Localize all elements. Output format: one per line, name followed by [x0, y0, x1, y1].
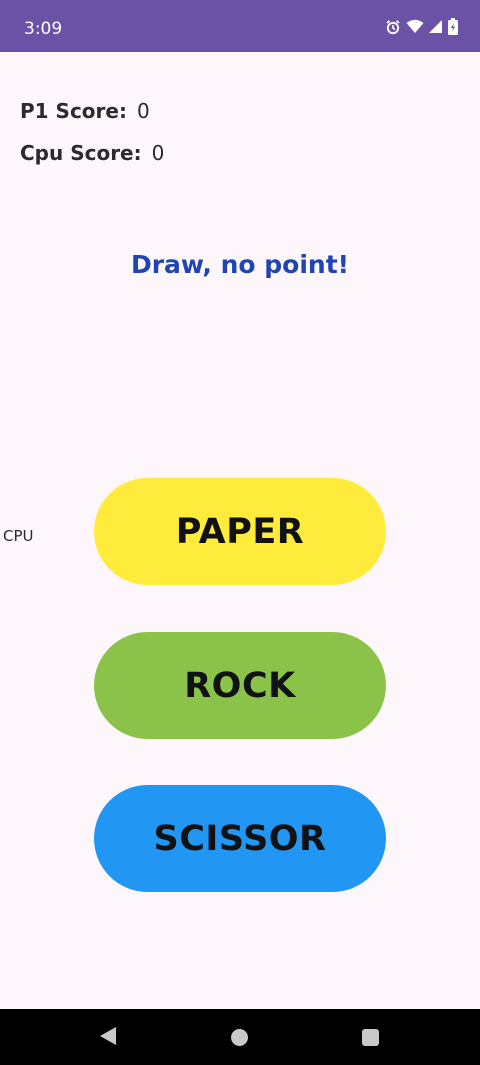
game-screen: P1 Score: 0 Cpu Score: 0 Draw, no point!… [0, 52, 480, 1009]
alarm-icon [385, 19, 401, 35]
p1-score-label: P1 Score: [20, 99, 127, 123]
status-icons [385, 18, 458, 35]
round-result-text: Draw, no point! [130, 250, 350, 279]
wifi-icon [406, 19, 424, 34]
status-time: 3:09 [24, 19, 63, 39]
paper-button[interactable]: PAPER [94, 478, 386, 585]
cpu-score-value: 0 [151, 141, 165, 165]
p1-score-row: P1 Score: 0 [20, 99, 150, 123]
navigation-bar [0, 1009, 480, 1065]
scissor-button[interactable]: SCISSOR [94, 785, 386, 892]
status-bar: 3:09 [0, 0, 480, 52]
p1-score-value: 0 [136, 99, 150, 123]
back-icon[interactable] [99, 1026, 117, 1050]
cpu-score-label: Cpu Score: [20, 141, 142, 165]
battery-icon [448, 18, 458, 35]
cpu-score-row: Cpu Score: 0 [20, 141, 164, 165]
signal-icon [429, 19, 443, 34]
cpu-choice-indicator: CPU [3, 527, 34, 545]
rock-button[interactable]: ROCK [94, 632, 386, 739]
home-icon[interactable] [231, 1029, 248, 1046]
recents-icon[interactable] [362, 1029, 379, 1046]
